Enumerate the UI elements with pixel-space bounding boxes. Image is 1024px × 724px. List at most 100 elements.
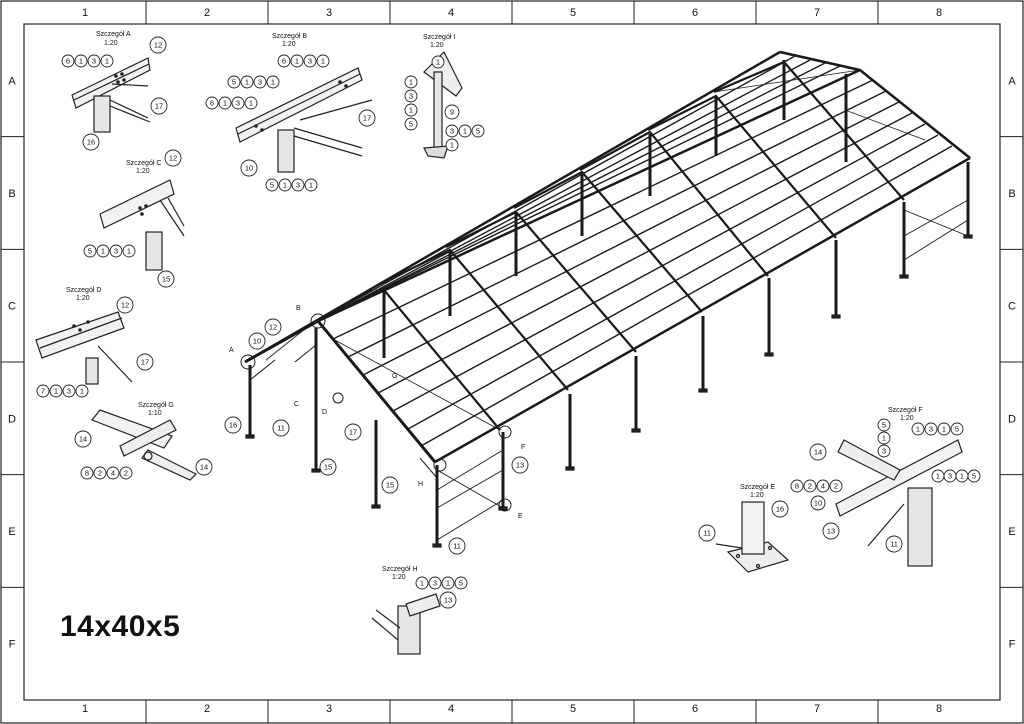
detail-f-tag: 5 [967, 469, 981, 483]
svg-text:8: 8 [795, 482, 799, 491]
detail-a-tag: 3 [87, 54, 101, 68]
column-label: 1 [82, 7, 88, 19]
detail-b-tag: 6 [205, 96, 219, 110]
purlins-right [332, 79, 953, 447]
detail-b-scale: 1:20 [282, 41, 296, 48]
gable-back [779, 50, 971, 159]
detail-e-callout: 16 [771, 500, 789, 518]
frame-ref-letters: B A C D G I H F E [229, 305, 525, 520]
detail-b-tag: 1 [316, 54, 330, 68]
ref-d: D [322, 409, 327, 416]
detail-b-tag: 3 [253, 75, 267, 89]
row-label: E [1008, 526, 1015, 538]
detail-f-tag: 1 [931, 469, 945, 483]
svg-text:1: 1 [127, 247, 131, 256]
svg-text:1: 1 [436, 58, 440, 67]
detail-a-tag: 1 [74, 54, 88, 68]
svg-text:12: 12 [269, 323, 277, 332]
svg-text:1: 1 [271, 78, 275, 87]
detail-h-tag: 1 [441, 576, 455, 590]
detail-i-tag: 1 [404, 75, 418, 89]
detail-b-tag: 1 [278, 178, 292, 192]
svg-text:2: 2 [834, 482, 838, 491]
detail-f-tag: 3 [924, 422, 938, 436]
detail-a: Szczegół A 1:20 [71, 31, 151, 133]
svg-text:5: 5 [409, 120, 413, 129]
svg-text:1: 1 [80, 387, 84, 396]
detail-a-tag: 1 [100, 54, 114, 68]
detail-h-tag: 3 [428, 576, 442, 590]
svg-text:14: 14 [79, 435, 87, 444]
detail-e-callout: 11 [698, 524, 716, 542]
detail-b-tag: 1 [266, 75, 280, 89]
svg-text:4: 4 [821, 482, 825, 491]
detail-g-tag: 8 [80, 466, 94, 480]
svg-text:1: 1 [79, 57, 83, 66]
svg-text:5: 5 [459, 579, 463, 588]
ref-e: E [518, 513, 523, 520]
detail-markers [240, 313, 512, 512]
detail-d-tag: 1 [49, 384, 63, 398]
detail-a-callout: 16 [82, 133, 100, 151]
svg-text:1: 1 [916, 425, 920, 434]
detail-g-tag: 4 [106, 466, 120, 480]
detail-i-callout: 9 [444, 104, 460, 120]
base-plates [245, 234, 973, 548]
detail-g-scale: 1:10 [148, 410, 162, 417]
svg-text:3: 3 [409, 92, 413, 101]
end-wall-bracing [436, 199, 969, 541]
column-label: 4 [448, 703, 454, 715]
column-label: 5 [570, 703, 576, 715]
detail-e: Szczegół E 1:20 [715, 484, 790, 573]
detail-f-tag: 1 [937, 422, 951, 436]
column-label: 3 [326, 703, 332, 715]
row-label: F [9, 639, 16, 651]
detail-f-callout: 13 [822, 522, 840, 540]
detail-f-tag: 1 [877, 431, 891, 445]
svg-text:1: 1 [409, 78, 413, 87]
svg-text:16: 16 [229, 421, 237, 430]
svg-text:3: 3 [258, 78, 262, 87]
detail-c-callout: 12 [164, 149, 182, 167]
column-label: 4 [448, 7, 454, 19]
column-label: 8 [936, 7, 942, 19]
row-label: D [8, 413, 16, 425]
detail-b-tag: 3 [291, 178, 305, 192]
svg-text:11: 11 [277, 424, 285, 433]
detail-f-scale: 1:20 [900, 415, 914, 422]
detail-i: Szczegół I 1:20 [423, 34, 463, 159]
detail-e-scale: 1:20 [750, 492, 764, 499]
svg-text:1: 1 [309, 181, 313, 190]
detail-b-tag: 3 [231, 96, 245, 110]
svg-text:11: 11 [703, 529, 711, 538]
svg-text:3: 3 [929, 425, 933, 434]
detail-b-tag: 5 [265, 178, 279, 192]
ref-h: H [418, 481, 423, 488]
ref-b: B [296, 305, 301, 312]
svg-text:14: 14 [814, 448, 822, 457]
columns-left [248, 60, 848, 470]
detail-b-tag: 5 [227, 75, 241, 89]
svg-text:17: 17 [349, 428, 357, 437]
detail-i-callout: 1 [431, 55, 445, 69]
svg-text:11: 11 [453, 542, 461, 551]
detail-g-callout: 14 [195, 458, 213, 476]
detail-d: Szczegół D 1:20 [35, 287, 133, 385]
svg-text:3: 3 [948, 472, 952, 481]
detail-b: Szczegół B 1:20 [235, 33, 373, 173]
eave-right [434, 156, 971, 464]
row-label: C [8, 301, 16, 313]
steel-hall-frame [240, 50, 973, 548]
detail-g-caption: Szczegół G [138, 402, 174, 409]
detail-b-caption: Szczegół B [272, 33, 307, 40]
svg-text:1: 1 [295, 57, 299, 66]
detail-g-callout: 14 [74, 430, 92, 448]
detail-g-tag: 2 [119, 466, 133, 480]
svg-text:5: 5 [88, 247, 92, 256]
detail-b-tag: 3 [303, 54, 317, 68]
detail-d-caption: Szczegół D [66, 287, 101, 294]
column-label: 6 [692, 703, 698, 715]
column-label: 7 [814, 703, 820, 715]
